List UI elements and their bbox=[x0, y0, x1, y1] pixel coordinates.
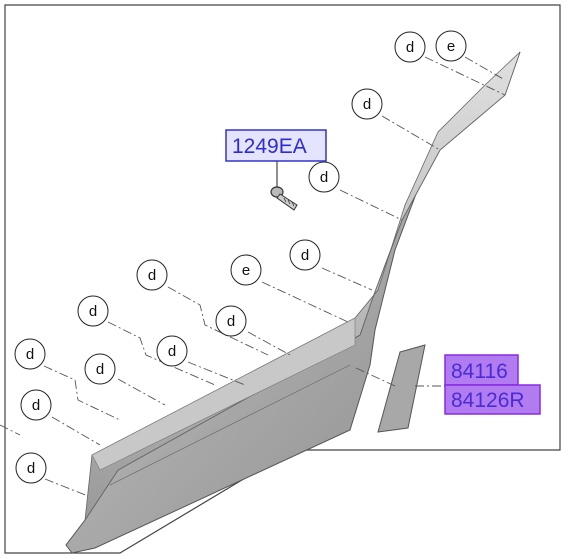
callout-5: d bbox=[289, 239, 321, 271]
small-panel bbox=[377, 344, 426, 433]
svg-text:d: d bbox=[227, 313, 235, 330]
svg-text:d: d bbox=[363, 96, 371, 113]
svg-text:d: d bbox=[148, 267, 156, 284]
callout-4: d bbox=[308, 161, 340, 193]
callout-6: e bbox=[230, 254, 262, 286]
frame-outline bbox=[4, 4, 561, 554]
part-label-84116[interactable]: 84116 bbox=[444, 354, 519, 386]
leader-lines bbox=[0, 56, 506, 497]
svg-text:d: d bbox=[32, 397, 40, 414]
svg-text:d: d bbox=[26, 346, 34, 363]
callout-3: d bbox=[351, 88, 383, 120]
svg-text:84126R: 84126R bbox=[451, 389, 525, 412]
svg-text:d: d bbox=[89, 303, 97, 320]
callout-12: d bbox=[84, 353, 116, 385]
callout-2: e bbox=[435, 30, 467, 62]
svg-text:d: d bbox=[301, 247, 309, 264]
trim-panel bbox=[65, 51, 521, 554]
callout-14: d bbox=[15, 452, 47, 484]
svg-text:84116: 84116 bbox=[451, 360, 508, 383]
part-label-screw[interactable]: 1249EA bbox=[225, 129, 327, 162]
callout-1: d bbox=[394, 31, 426, 63]
callout-13: d bbox=[20, 389, 52, 421]
callout-8: d bbox=[215, 305, 247, 337]
svg-text:d: d bbox=[406, 39, 414, 56]
svg-text:d: d bbox=[27, 460, 35, 477]
screw-icon bbox=[270, 186, 298, 211]
callout-10: d bbox=[156, 335, 188, 367]
callout-11: d bbox=[14, 338, 46, 370]
callout-7: d bbox=[136, 259, 168, 291]
svg-text:e: e bbox=[242, 262, 250, 279]
callout-9: d bbox=[77, 295, 109, 327]
svg-text:1249EA: 1249EA bbox=[232, 135, 307, 158]
svg-text:d: d bbox=[96, 361, 104, 378]
svg-text:d: d bbox=[320, 169, 328, 186]
part-label-84126r[interactable]: 84126R bbox=[444, 384, 541, 415]
svg-text:d: d bbox=[168, 343, 176, 360]
svg-text:e: e bbox=[447, 38, 455, 55]
